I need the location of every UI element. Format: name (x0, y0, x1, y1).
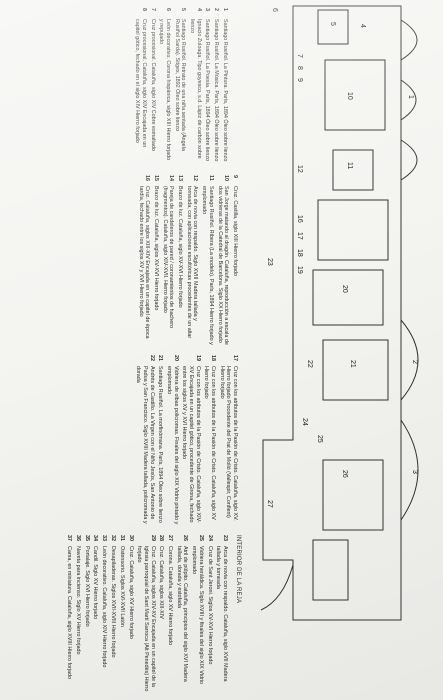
plan-number: 8 (296, 66, 303, 70)
plan-number: 25 (316, 435, 323, 443)
plan-number: 24 (301, 418, 308, 426)
plan-number: 17 (296, 232, 303, 240)
plan-number: 9 (296, 78, 303, 82)
plan-arch-right (400, 319, 419, 521)
plan-sofa-outline (317, 9, 349, 45)
section-heading: INTERIOR DE LA REJA (235, 535, 241, 604)
plan-number: 2 (411, 360, 418, 364)
plan-number: 3 (411, 470, 418, 474)
plan-number: 21 (349, 360, 356, 368)
plan-number: 7 (296, 54, 303, 58)
floor-plan-map: 1 2 3 4 5 6 7 8 9 10 11 12 16 17 18 19 2… (260, 5, 419, 621)
plan-number: 6 (271, 8, 278, 12)
plan-display-case-large (324, 59, 386, 131)
plan-outer-wall (262, 5, 402, 621)
plan-number: 4 (359, 24, 366, 28)
plan-bay (322, 459, 384, 531)
plan-vitrine (317, 199, 389, 261)
plan-grille (312, 269, 384, 326)
plan-number: 1 (407, 95, 414, 99)
plan-number: 18 (296, 249, 303, 257)
plan-number: 26 (341, 470, 348, 478)
plan-number: 23 (266, 258, 273, 266)
plan-number: 22 (306, 360, 313, 368)
plan-number: 20 (341, 285, 348, 293)
plan-inner-room (322, 339, 389, 401)
plan-number: 5 (329, 22, 336, 26)
plan-chair-outline (260, 564, 294, 611)
plan-number: 19 (296, 266, 303, 274)
plan-arch-left (400, 19, 418, 181)
plan-number: 16 (296, 215, 303, 223)
plan-number: 27 (266, 500, 273, 508)
plan-display-case (332, 149, 374, 191)
plan-chest (312, 539, 349, 601)
plan-number: 11 (346, 162, 353, 169)
plan-number: 12 (296, 165, 303, 173)
plan-number: 10 (346, 92, 353, 100)
